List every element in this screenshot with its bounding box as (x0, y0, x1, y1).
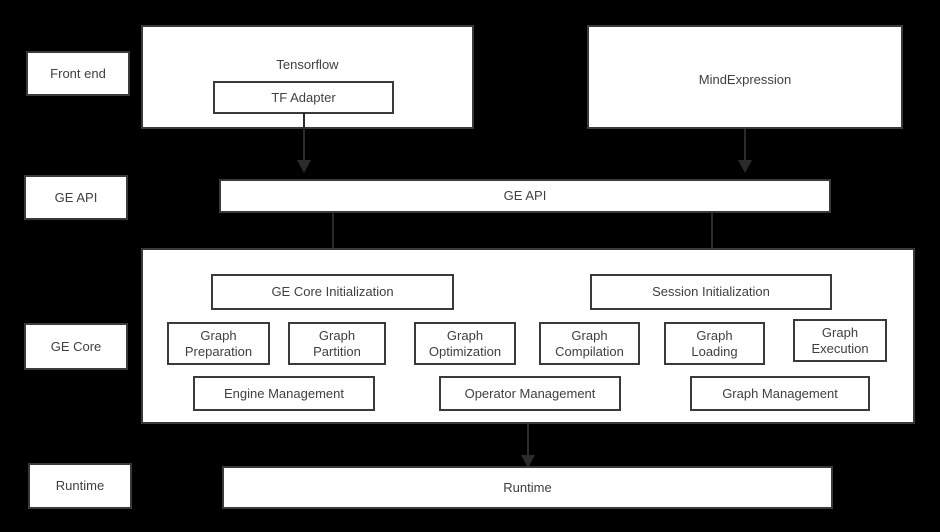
tf-adapter-box[interactable]: TF Adapter (213, 81, 394, 114)
graph-loading-box[interactable]: Graph Loading (664, 322, 765, 365)
graph-management-box[interactable]: Graph Management (690, 376, 870, 411)
graph-partition-box[interactable]: Graph Partition (288, 322, 386, 365)
connector-geapi-to-gecore-init (332, 213, 334, 259)
graph-optimization-box[interactable]: Graph Optimization (414, 322, 516, 365)
mindexpression-title: MindExpression (698, 72, 792, 87)
arrowhead-gecore-to-runtime (521, 455, 535, 468)
graph-execution-box[interactable]: Graph Execution (793, 319, 887, 362)
operator-management-box[interactable]: Operator Management (439, 376, 621, 411)
mindexpression-container: MindExpression (587, 25, 903, 129)
graph-compilation-box[interactable]: Graph Compilation (539, 322, 640, 365)
arrowhead-mindexpression-to-geapi (738, 160, 752, 173)
rail-label-ge-core: GE Core (24, 323, 128, 370)
connector-mindexpression-to-geapi (744, 129, 746, 163)
rail-label-front-end: Front end (26, 51, 130, 96)
graph-preparation-box[interactable]: Graph Preparation (167, 322, 270, 365)
engine-management-box[interactable]: Engine Management (193, 376, 375, 411)
connector-gecore-to-runtime (527, 424, 529, 458)
session-initialization-box[interactable]: Session Initialization (590, 274, 832, 310)
connector-tfadapter-to-geapi (303, 113, 305, 163)
connector-geapi-to-session-init (711, 213, 713, 259)
ge-api-bar[interactable]: GE API (219, 179, 831, 213)
tensorflow-title: Tensorflow (276, 57, 339, 72)
arrowhead-tfadapter-to-geapi (297, 160, 311, 173)
ge-core-initialization-box[interactable]: GE Core Initialization (211, 274, 454, 310)
runtime-bar[interactable]: Runtime (222, 466, 833, 509)
rail-label-runtime: Runtime (28, 463, 132, 509)
rail-label-ge-api: GE API (24, 175, 128, 220)
